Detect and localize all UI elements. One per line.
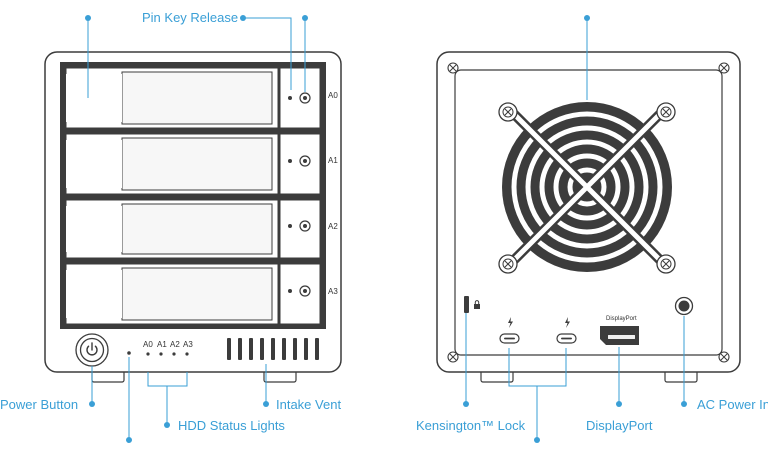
hdd-led (159, 352, 163, 356)
fan-screw (656, 102, 676, 122)
bay-tray-a2[interactable] (65, 199, 321, 259)
label-pin-key-release: Pin Key Release (142, 10, 239, 25)
bay-label: A0 (328, 91, 338, 100)
hdd-led (172, 352, 176, 356)
led-label: A3 (183, 340, 193, 349)
back-unit: DisplayPort (436, 51, 741, 383)
hdd-led (185, 352, 189, 356)
callout-dots (85, 15, 687, 443)
power-led (127, 351, 131, 355)
fan-screw (656, 254, 676, 274)
callouts (87, 17, 685, 440)
thunderbolt-port-1[interactable] (499, 317, 520, 344)
kensington-lock-slot[interactable] (464, 296, 469, 313)
screw (447, 62, 459, 74)
power-button[interactable] (75, 333, 109, 367)
front-unit: A0 A1 A2 A3 A0 A1 A2 A3 (44, 51, 342, 383)
displayport-port-label: DisplayPort (606, 316, 637, 322)
thunderbolt-icon (508, 317, 513, 328)
led-label: A0 (143, 340, 153, 349)
screw (447, 351, 459, 363)
intake-vent (227, 338, 319, 360)
label-kensington-lock: Kensington™ Lock (416, 418, 526, 433)
bay-tray-a3[interactable] (65, 263, 321, 325)
label-hdd-status-lights: HDD Status Lights (178, 418, 285, 433)
power-icon (86, 342, 98, 356)
label-intake-vent: Intake Vent (276, 397, 342, 412)
displayport-port[interactable]: DisplayPort (600, 316, 639, 345)
bay-label: A3 (328, 287, 338, 296)
ac-power-in-port[interactable] (674, 296, 694, 316)
pin-hole[interactable] (288, 224, 292, 228)
bay-label: A1 (328, 156, 338, 165)
bay-label: A2 (328, 222, 338, 231)
screw (718, 351, 730, 363)
led-label: A1 (157, 340, 167, 349)
pin-hole[interactable] (288, 96, 292, 100)
hdd-led (146, 352, 150, 356)
thunderbolt-icon (565, 317, 570, 328)
thunderbolt-port-2[interactable] (556, 317, 577, 344)
bay-tray-a1[interactable] (65, 133, 321, 195)
led-label: A2 (170, 340, 180, 349)
fan-screw (498, 254, 518, 274)
label-displayport: DisplayPort (586, 418, 653, 433)
label-power-button: Power Button (0, 397, 79, 412)
pin-hole[interactable] (288, 289, 292, 293)
pin-hole[interactable] (288, 159, 292, 163)
bay-tray-a0[interactable] (65, 67, 321, 129)
screw (718, 62, 730, 74)
fan (498, 102, 676, 274)
lock-icon (474, 300, 480, 309)
label-ac-power-in: AC Power In (697, 397, 768, 412)
fan-screw (498, 102, 518, 122)
